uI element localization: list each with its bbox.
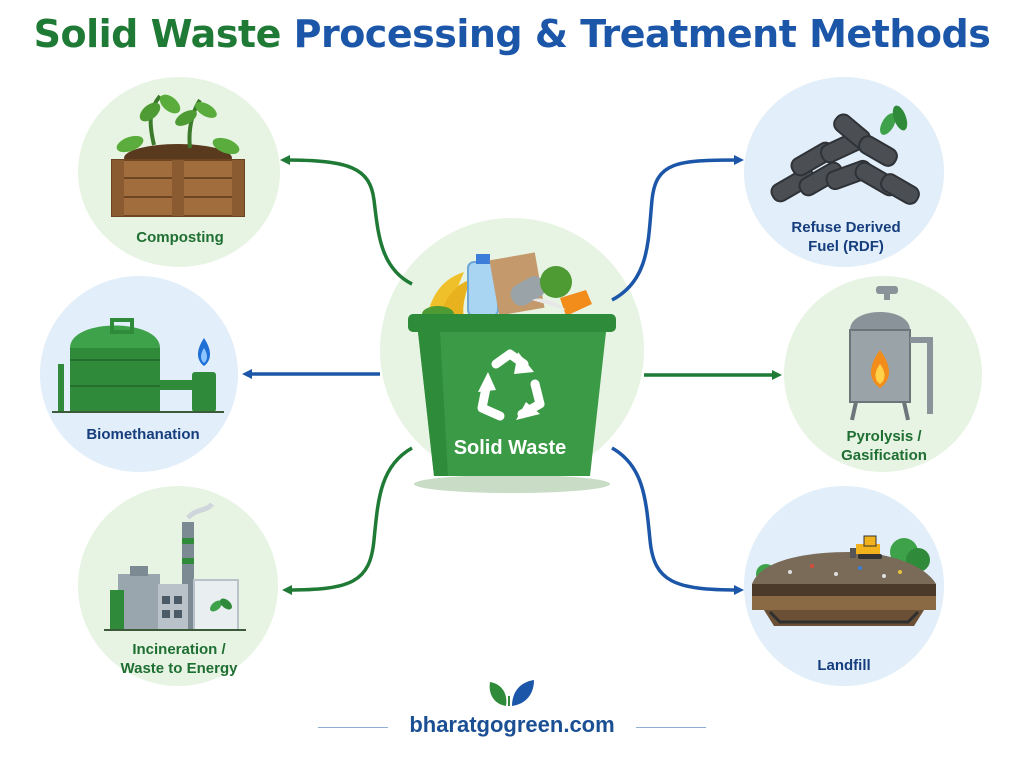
pyrolysis-label-line1: Pyrolysis / — [846, 428, 922, 445]
power-plant-icon — [104, 502, 246, 631]
arrow-to-rdf — [611, 155, 744, 302]
page-title: Solid Waste Processing & Treatment Metho… — [0, 12, 1024, 56]
rdf-label-line1: Refuse Derived — [791, 219, 901, 236]
compost-crate-icon — [111, 94, 245, 217]
biogas-plant-icon — [52, 318, 224, 413]
incineration-label-line1: Incineration / — [132, 641, 226, 658]
rdf-label: Refuse Derived Fuel (RDF) — [768, 218, 924, 256]
landfill-bulldozer-icon — [752, 535, 936, 626]
footer-divider-right — [636, 727, 706, 728]
pyrolysis-label: Pyrolysis / Gasification — [806, 427, 962, 465]
fuel-pellets-icon — [770, 105, 920, 205]
biomethanation-label: Biomethanation — [86, 426, 200, 443]
gasifier-reactor-icon — [849, 286, 933, 421]
footer-divider-left — [318, 727, 388, 728]
center-label: Solid Waste — [453, 437, 567, 459]
recycle-bin-icon — [408, 252, 616, 493]
landfill-label: Landfill — [817, 657, 871, 674]
arrow-to-incineration — [282, 446, 413, 595]
arrow-to-landfill — [611, 446, 744, 595]
incineration-label-line2: Waste to Energy — [120, 660, 238, 677]
title-part-green: Solid Waste — [33, 12, 282, 56]
composting-label: Composting — [136, 229, 224, 246]
footer-website-link[interactable]: bharatgogreen.com — [409, 712, 615, 737]
leaf-logo-icon — [489, 680, 534, 706]
arrow-to-composting — [280, 155, 413, 286]
pyrolysis-label-line2: Gasification — [841, 447, 927, 464]
title-part-blue: Processing & Treatment Methods — [293, 12, 991, 56]
rdf-label-line2: Fuel (RDF) — [808, 238, 884, 255]
incineration-label: Incineration / Waste to Energy — [96, 640, 262, 678]
